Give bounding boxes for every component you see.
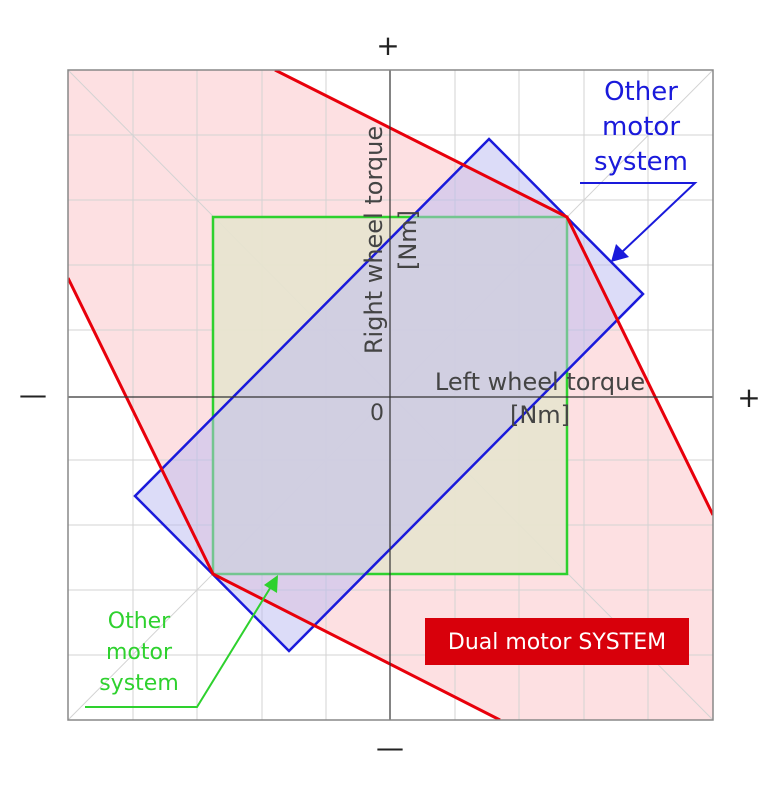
blue-callout-leader <box>580 182 698 253</box>
origin-label: 0 <box>370 401 384 426</box>
green-callout: Other motor system <box>85 575 278 708</box>
green-callout-line1: Other <box>108 609 171 634</box>
sign-left: — <box>19 378 47 411</box>
blue-callout-arrowhead <box>611 244 629 262</box>
y-axis-title: Right wheel torque [Nm] <box>360 126 422 354</box>
y-axis-title-line1: Right wheel torque <box>360 126 388 354</box>
x-axis-title-line2: [Nm] <box>510 401 570 429</box>
blue-callout-line1: Other <box>604 77 678 107</box>
sign-right: + <box>737 381 760 414</box>
y-axis-title-line2: [Nm] <box>394 210 422 270</box>
dual-motor-boundary <box>68 70 713 720</box>
dual-motor-badge <box>425 618 689 665</box>
green-callout-line3: system <box>99 671 179 696</box>
blue-callout-line2: motor <box>602 112 680 142</box>
green-callout-line2: motor <box>106 640 173 665</box>
dual-motor-badge-label: Dual motor SYSTEM <box>448 630 666 655</box>
sign-bottom: — <box>376 731 404 764</box>
x-axis-title-line1: Left wheel torque <box>435 368 645 396</box>
green-callout-arrowhead <box>264 575 278 593</box>
blue-callout: Other motor system <box>580 77 698 262</box>
sign-top: + <box>376 29 399 62</box>
green-callout-leader <box>85 584 273 708</box>
blue-callout-line3: system <box>594 147 688 177</box>
plot-frame <box>67 69 714 721</box>
blue-motor-rectangle <box>133 137 645 653</box>
